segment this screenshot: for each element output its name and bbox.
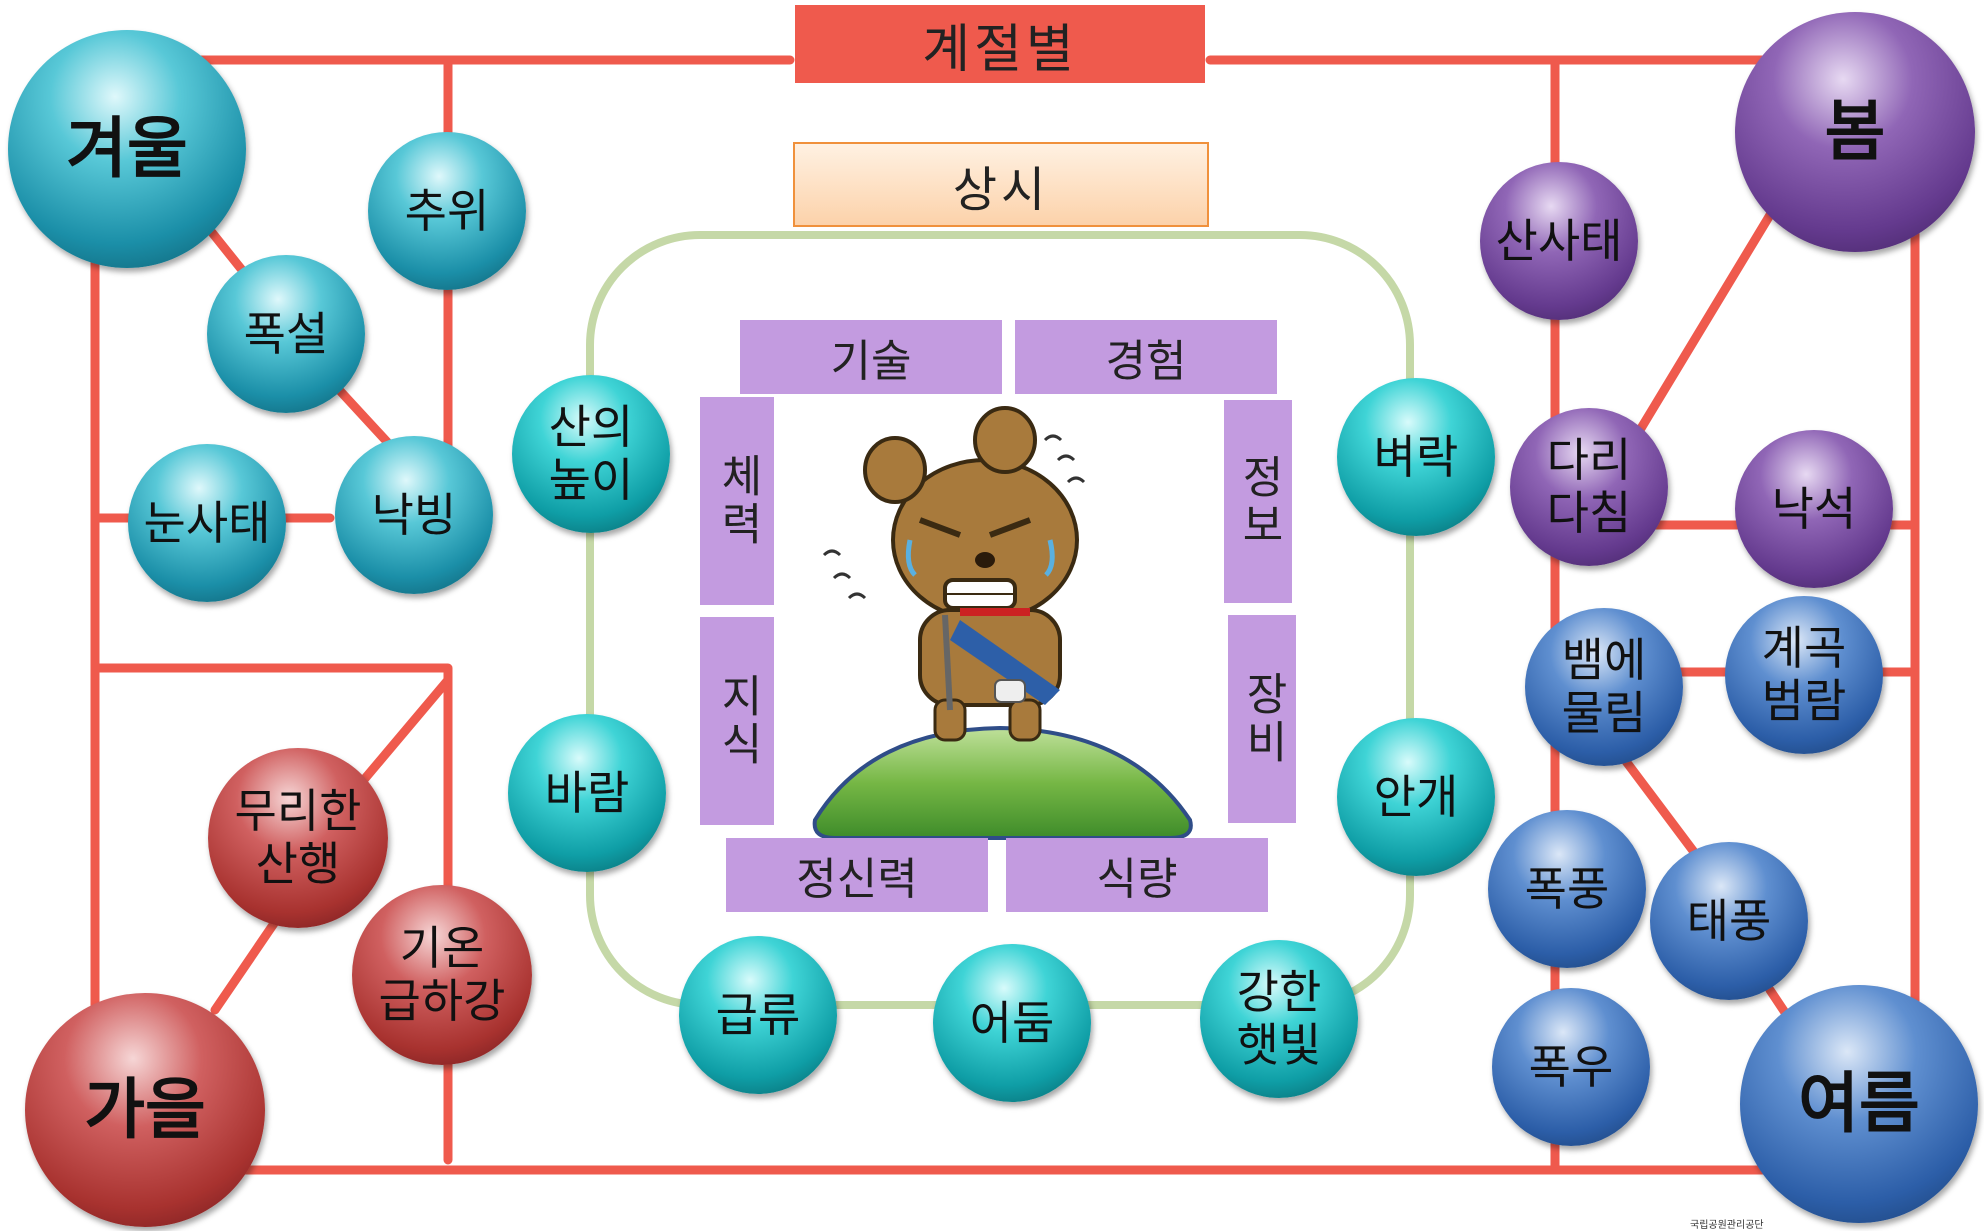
title-text: 계절별 — [922, 19, 1078, 80]
title-constant: 상시 — [793, 142, 1209, 227]
hazard-constant-strong-sunlight: 강한 햇빛 — [1200, 940, 1358, 1098]
hazard-spring-leg-injury: 다리 다침 — [1510, 408, 1668, 566]
crying-bear-with-crutch-icon — [822, 406, 1086, 742]
factor-bottom-1: 식량 — [1006, 838, 1268, 912]
factor-bottom-0: 정신력 — [726, 838, 988, 912]
hazard-winter-heavy-snow: 폭설 — [207, 255, 365, 413]
hazard-spring-rockfall: 낙석 — [1735, 430, 1893, 588]
hazard-spring-landslide: 산사태 — [1480, 162, 1638, 320]
hazard-constant-darkness: 어둠 — [933, 944, 1091, 1102]
factor-right-0: 정보 — [1224, 400, 1292, 603]
subtitle-text: 상시 — [952, 161, 1050, 218]
title-seasonal: 계절별 — [795, 5, 1205, 83]
factor-right-1: 장비 — [1228, 615, 1296, 823]
factor-left-0: 체력 — [700, 397, 774, 605]
hazard-winter-cold: 추위 — [368, 132, 526, 290]
hazard-summer-heavy-rain: 폭우 — [1492, 988, 1650, 1146]
hazard-constant-rapids: 급류 — [679, 936, 837, 1094]
factor-top-0: 기술 — [740, 320, 1002, 394]
hazard-winter-falling-ice: 낙빙 — [335, 436, 493, 594]
hazard-winter-avalanche: 눈사태 — [128, 444, 286, 602]
hazard-constant-fog: 안개 — [1337, 718, 1495, 876]
factor-left-1: 지식 — [700, 617, 774, 825]
hazard-autumn-temperature-drop: 기온 급하강 — [352, 885, 532, 1065]
green-mountain-icon — [812, 725, 1193, 840]
season-winter: 겨울 — [8, 30, 246, 268]
hazard-constant-lightning: 벼락 — [1337, 378, 1495, 536]
hazard-summer-typhoon: 태풍 — [1650, 842, 1808, 1000]
hazard-constant-altitude: 산의 높이 — [512, 375, 670, 533]
season-spring: 봄 — [1735, 12, 1975, 252]
footer-logo-text: 국립공원관리공단 — [1690, 1220, 1764, 1231]
hazard-summer-valley-flood: 계곡 범람 — [1725, 596, 1883, 754]
season-summer: 여름 — [1740, 985, 1978, 1223]
hazard-summer-storm: 폭풍 — [1488, 810, 1646, 968]
season-autumn: 가을 — [25, 993, 265, 1227]
hazard-constant-wind: 바람 — [508, 714, 666, 872]
factor-top-1: 경험 — [1015, 320, 1277, 394]
hazard-autumn-overexertion: 무리한 산행 — [208, 748, 388, 928]
hazard-summer-snake-bite: 뱀에 물림 — [1525, 608, 1683, 766]
